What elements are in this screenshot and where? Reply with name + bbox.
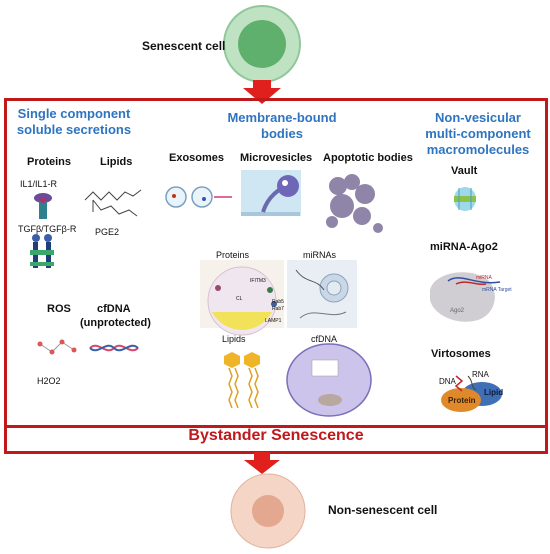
- virtosome-lipid-label: Lipid: [484, 388, 504, 397]
- senescent-cell-label: Senescent cell: [142, 39, 226, 53]
- mirna-tag: miRNA: [476, 275, 492, 281]
- protein-tag-cl: CL: [236, 296, 243, 302]
- proteins-label: Proteins: [27, 156, 72, 168]
- ev-cfdna-label: cfDNA: [311, 334, 338, 344]
- nonves-header-line2: multi-component: [425, 126, 531, 141]
- ev-proteins-label: Proteins: [216, 250, 250, 260]
- tgfb-label: TGFβ/TGFβ-R: [18, 224, 77, 234]
- lipids-label: Lipids: [100, 156, 133, 168]
- virtosome-dna-label: DNA: [439, 377, 456, 386]
- membrane-bound-header: Membrane-bound bodies: [222, 110, 342, 142]
- membrane-header-line1: Membrane-bound: [227, 110, 337, 125]
- virtosomes-label: Virtosomes: [431, 348, 491, 360]
- protein-tag-lamp1: LAMP1: [265, 318, 282, 324]
- non-vesicular-header: Non-vesicular multi-component macromolec…: [416, 110, 540, 158]
- apoptotic-bodies-label: Apoptotic bodies: [323, 152, 413, 164]
- ago2-tag: Ago2: [450, 308, 465, 314]
- ros-label: ROS: [47, 303, 71, 315]
- nonves-header-line1: Non-vesicular: [435, 110, 521, 125]
- il1-label: IL1/IL1-R: [20, 179, 58, 189]
- cfdna-label: cfDNA: [97, 303, 131, 315]
- protein-tag-ifitm3: IFITM3: [250, 278, 266, 284]
- ev-lipids-label: Lipids: [222, 334, 246, 344]
- single-header-line1: Single component: [17, 106, 131, 121]
- mirna-ago2-label: miRNA-Ago2: [430, 241, 498, 253]
- protein-tag-rab7: Rab7: [272, 306, 284, 312]
- cfdna-unprotected-label: (unprotected): [80, 317, 151, 329]
- exosomes-label: Exosomes: [169, 152, 225, 164]
- bystander-banner: [4, 425, 548, 454]
- membrane-header-line2: bodies: [261, 126, 303, 141]
- bystander-senescence-label: Bystander Senescence: [188, 427, 364, 444]
- non-senescent-cell-label: Non-senescent cell: [328, 503, 438, 517]
- h2o2-label: H2O2: [37, 376, 61, 386]
- vault-label: Vault: [451, 165, 478, 177]
- pge2-label: PGE2: [95, 227, 120, 237]
- single-component-header: Single component soluble secretions: [14, 106, 134, 138]
- mrna-target-tag: mRNA Target: [482, 287, 512, 293]
- microvesicles-label: Microvesicles: [240, 152, 313, 164]
- nonves-header-line3: macromolecules: [426, 142, 530, 157]
- single-header-line2: soluble secretions: [16, 122, 132, 137]
- virtosome-protein-label: Protein: [448, 396, 476, 405]
- main-frame: [4, 98, 548, 428]
- ev-mirnas-label: miRNAs: [303, 250, 336, 260]
- protein-tag-rab5: Rab5: [272, 299, 284, 305]
- virtosome-rna-label: RNA: [472, 370, 489, 379]
